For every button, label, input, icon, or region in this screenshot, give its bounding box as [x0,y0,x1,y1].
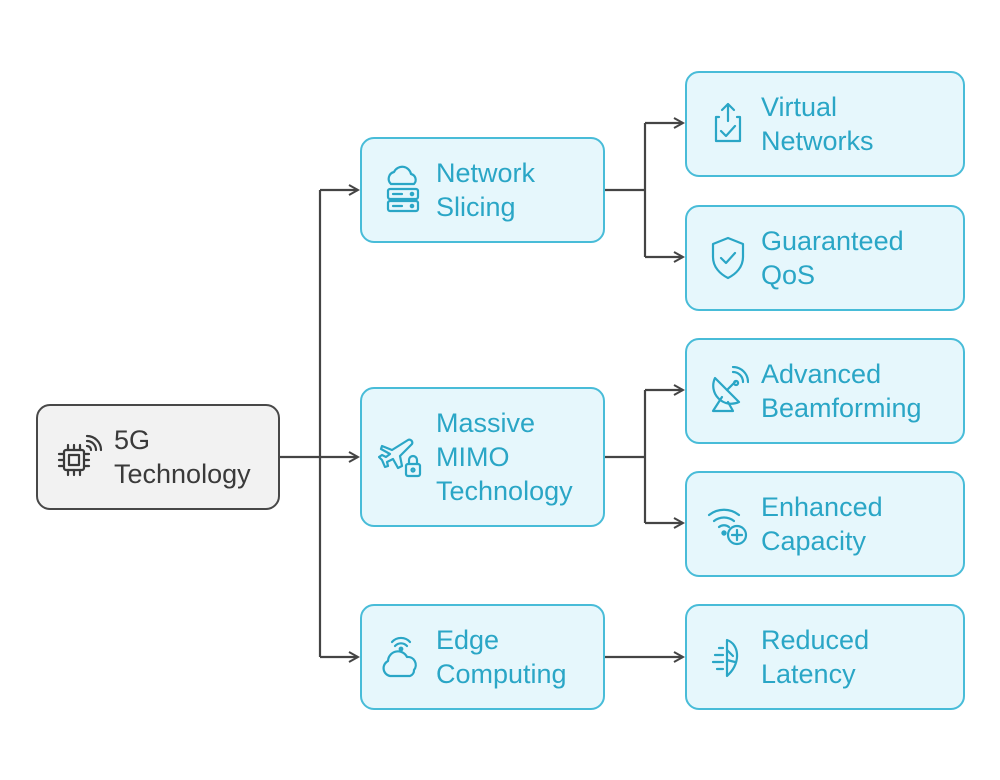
leaf-node-guaranteed-qos[interactable]: Guaranteed QoS [685,205,965,311]
leaf-node-enhanced-capacity[interactable]: Enhanced Capacity [685,471,965,577]
leaf-label-enhanced-capacity: Enhanced Capacity [761,492,883,556]
chip-signal-icon [54,432,104,482]
leaf-label-reduced-latency: Reduced Latency [761,625,870,689]
topic-node-massive-mimo[interactable]: Massive MIMO Technology [360,387,605,527]
topic-node-edge-computing[interactable]: Edge Computing [360,604,605,710]
leaf-node-reduced-latency[interactable]: Reduced Latency [685,604,965,710]
shield-check-icon [707,233,749,283]
leaf-label-virtual-networks: Virtual Networks [761,92,874,156]
root-label: 5G Technology [114,425,251,489]
plane-lock-icon [378,432,424,482]
root-node-5g-technology[interactable]: 5G Technology [36,404,280,510]
connector-slicing-trunk [605,123,647,257]
connector-mimo-trunk [605,390,647,523]
leaf-speed-icon [705,632,749,682]
topic-label-network-slicing: Network Slicing [436,158,536,222]
leaf-node-advanced-beamforming[interactable]: Advanced Beamforming [685,338,965,444]
connector-root-trunk [280,190,322,657]
leaf-label-advanced-beamforming: Advanced Beamforming [761,359,922,423]
wifi-plus-icon [705,499,749,549]
cloud-signal-icon [378,632,424,682]
satellite-dish-icon [705,366,749,416]
topic-node-network-slicing[interactable]: Network Slicing [360,137,605,243]
topic-label-edge-computing: Edge Computing [436,625,567,689]
leaf-node-virtual-networks[interactable]: Virtual Networks [685,71,965,177]
leaf-label-guaranteed-qos: Guaranteed QoS [761,226,904,290]
topic-label-massive-mimo: Massive MIMO Technology [436,408,573,506]
upload-check-icon [707,99,749,149]
cloud-server-icon [382,165,424,215]
